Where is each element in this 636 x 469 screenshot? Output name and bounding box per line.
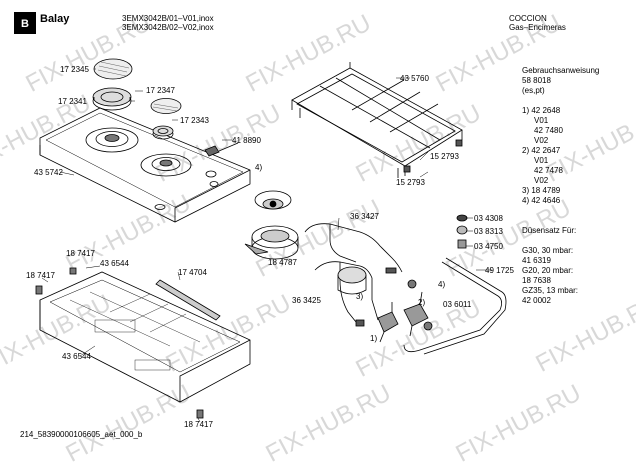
document-id: 214_58390000106605_aet_000_b	[20, 430, 143, 439]
part-label: 15 2793	[396, 178, 425, 187]
model-line-1: 3EMX3042B/01–V01,inox	[122, 14, 214, 23]
model-line-2: 3EMX3042B/02–V02,inox	[122, 23, 214, 32]
part-label: 36 3427	[350, 212, 379, 221]
bottom-tray	[39, 271, 251, 403]
part-label: 41 8890	[232, 136, 261, 145]
part-label: 4)	[255, 163, 263, 172]
info-row: V02	[534, 176, 549, 185]
category: COCCION	[509, 14, 547, 23]
info-row	[522, 216, 626, 226]
part-label: 4)	[438, 280, 446, 289]
part-label: 17 4704	[178, 268, 207, 277]
info-row	[522, 236, 626, 246]
info-row: V02	[534, 136, 549, 145]
part-label: 18 7417	[66, 249, 95, 258]
info-row: Gebrauchsanweisung	[522, 66, 600, 75]
part-label: 18 7417	[26, 271, 55, 280]
part-label: 17 2343	[180, 116, 209, 125]
part-label: 43 6544	[100, 259, 129, 268]
part-label: 03 8313	[474, 227, 503, 236]
part-label: 1)	[370, 334, 378, 343]
info-row: 18 7638	[522, 276, 551, 285]
info-row: 1) 42 2648	[522, 106, 561, 115]
gas-tube	[304, 223, 403, 273]
part-label: 03 4308	[474, 214, 503, 223]
gas-valve-1	[377, 311, 399, 333]
brand-name: Balay	[40, 13, 70, 25]
info-row: 42 7478	[534, 166, 563, 175]
info-row: G20, 20 mbar:	[522, 266, 574, 275]
part-label: 43 5760	[400, 74, 429, 83]
part-label: 17 2347	[146, 86, 175, 95]
info-panel: Gebrauchsanweisung 58 8018 (es,pt) 1) 42…	[522, 66, 626, 372]
part-label: 03 6011	[443, 300, 472, 309]
part-label: 3)	[356, 292, 364, 301]
part-label: 49 1725	[485, 266, 514, 275]
gas-valve-2	[403, 303, 429, 327]
info-row: GZ35, 13 mbar:	[522, 286, 579, 295]
part-label: 36 3425	[292, 296, 321, 305]
igniter	[204, 145, 220, 157]
exploded-parts-drawing: B	[14, 12, 507, 423]
part-label: 03 4750	[474, 242, 503, 251]
info-row: 2) 42 2647	[522, 146, 561, 155]
info-row: 42 0002	[522, 296, 551, 305]
info-row: V01	[534, 156, 549, 165]
info-row: Düsensatz Für:	[522, 226, 577, 235]
info-row: 3) 18 4789	[522, 186, 561, 195]
svg-text:B: B	[21, 18, 29, 30]
balay-logo	[14, 12, 36, 34]
part-label: 17 2341	[58, 97, 87, 106]
gas-manifold-pipe	[403, 261, 502, 353]
part-label: 15 2793	[430, 152, 459, 161]
info-row	[522, 206, 626, 216]
info-row: 42 7480	[534, 126, 563, 135]
part-label: 18 7417	[184, 420, 213, 429]
hob-plate	[39, 107, 251, 223]
info-row: 58 8018	[522, 76, 551, 85]
info-row: V01	[534, 116, 549, 125]
info-row: G30, 30 mbar:	[522, 246, 574, 255]
subcategory: Gas–Encimeras	[509, 23, 566, 32]
info-row	[522, 96, 626, 106]
part-label: 18 4787	[268, 258, 297, 267]
info-row: 41 6319	[522, 256, 551, 265]
part-label: 43 6544	[62, 352, 91, 361]
info-row: 4) 42 4646	[522, 196, 561, 205]
part-label: 2)	[418, 298, 426, 307]
info-row: (es,pt)	[522, 86, 545, 95]
part-label: 43 5742	[34, 168, 63, 177]
part-label: 17 2345	[60, 65, 89, 74]
sealing-strip	[155, 279, 221, 321]
